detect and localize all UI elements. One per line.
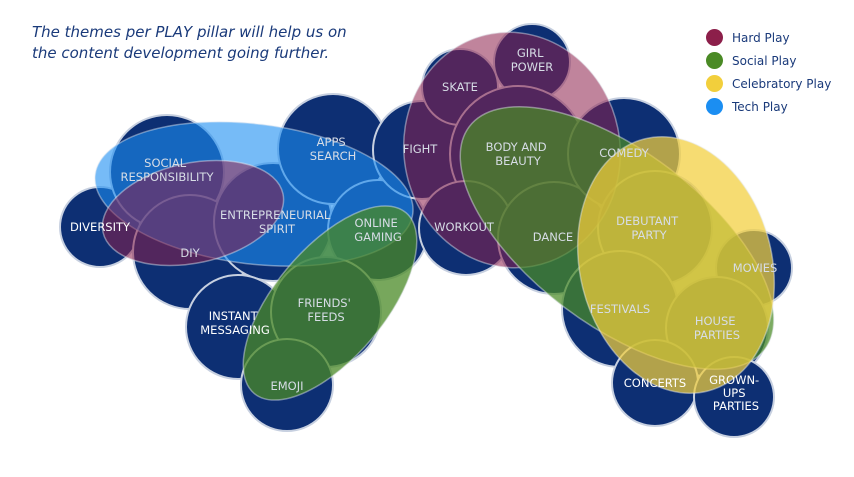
social-play-pillar-ellipse-left bbox=[242, 205, 418, 401]
label-body-and-beauty: BODY AND BEAUTY bbox=[486, 140, 551, 168]
legend-label-social-play: Social Play bbox=[732, 53, 797, 68]
label-movies: MOVIES bbox=[733, 261, 778, 275]
label-workout: WORKOUT bbox=[434, 220, 495, 234]
label-girl-power: GIRL POWER bbox=[511, 46, 554, 74]
celebratory-play-pillar-ellipse bbox=[576, 135, 776, 395]
label-festivals: FESTIVALS bbox=[590, 302, 650, 316]
legend: Hard Play Social Play Celebratory Play T… bbox=[706, 26, 831, 118]
label-apps-search: APPS SEARCH bbox=[310, 135, 357, 163]
label-emoji: EMOJI bbox=[270, 379, 303, 393]
legend-item-hard-play: Hard Play bbox=[706, 26, 831, 49]
label-skate: SKATE bbox=[442, 80, 478, 94]
legend-label-hard-play: Hard Play bbox=[732, 30, 790, 45]
legend-item-tech-play: Tech Play bbox=[706, 95, 831, 118]
legend-swatch-tech-play bbox=[706, 98, 723, 115]
label-debutant-party: DEBUTANT PARTY bbox=[616, 214, 682, 242]
label-entrepreneurial-spirit: ENTREPRENEURIAL SPIRIT bbox=[220, 208, 334, 236]
theme-labels: DIVERSITY SOCIAL RESPONSIBILITY DIY ENTR… bbox=[70, 46, 777, 413]
label-instant-messaging: INSTANT MESSAGING bbox=[200, 309, 269, 337]
legend-label-tech-play: Tech Play bbox=[732, 99, 788, 114]
headline-line-1: The themes per PLAY pillar will help us … bbox=[32, 23, 347, 41]
headline: The themes per PLAY pillar will help us … bbox=[32, 22, 392, 64]
legend-swatch-social-play bbox=[706, 52, 723, 69]
legend-item-celebratory-play: Celebratory Play bbox=[706, 72, 831, 95]
hard-play-pillar-ellipse bbox=[101, 159, 285, 267]
label-house-parties: HOUSE PARTIES bbox=[694, 314, 740, 342]
legend-item-social-play: Social Play bbox=[706, 49, 831, 72]
headline-line-2: the content development going further. bbox=[32, 44, 330, 62]
label-fight: FIGHT bbox=[403, 142, 439, 156]
label-comedy: COMEDY bbox=[599, 146, 649, 160]
label-diy: DIY bbox=[180, 246, 200, 260]
label-friends-feeds: FRIENDS' FEEDS bbox=[298, 296, 355, 324]
legend-swatch-hard-play bbox=[706, 29, 723, 46]
label-online-gaming: ONLINE GAMING bbox=[354, 216, 402, 244]
label-social-responsibility: SOCIAL RESPONSIBILITY bbox=[121, 156, 215, 184]
label-dance: DANCE bbox=[533, 230, 573, 244]
label-concerts: CONCERTS bbox=[624, 376, 686, 390]
label-diversity: DIVERSITY bbox=[70, 220, 131, 234]
legend-swatch-celebratory-play bbox=[706, 75, 723, 92]
legend-label-celebratory-play: Celebratory Play bbox=[732, 76, 832, 91]
pillar-overlays bbox=[94, 31, 776, 401]
label-grown-ups-parties: GROWN- UPS PARTIES bbox=[709, 373, 763, 413]
